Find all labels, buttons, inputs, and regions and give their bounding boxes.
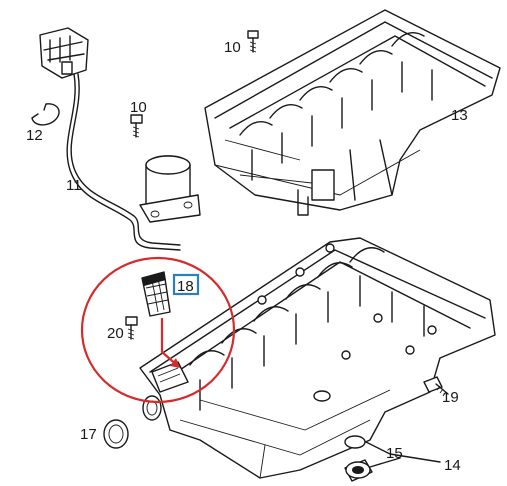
bolt-part-10-middle xyxy=(130,114,143,138)
seal-ring-part-17 xyxy=(103,419,129,449)
washer-part-15 xyxy=(344,435,366,449)
highlight-circle xyxy=(80,256,236,404)
label-14: 14 xyxy=(444,457,461,474)
label-18: 18 xyxy=(177,278,194,295)
label-10-middle: 10 xyxy=(130,99,147,116)
strainer-part-18 xyxy=(141,271,171,317)
oil-level-sensor-part-11 xyxy=(39,27,201,251)
label-11: 11 xyxy=(66,177,82,194)
label-20: 20 xyxy=(107,325,124,342)
oil-pan-sump xyxy=(139,237,496,479)
bolt-part-20 xyxy=(125,316,138,340)
snap-ring-part-12 xyxy=(31,103,60,126)
label-17: 17 xyxy=(80,426,97,443)
label-15: 15 xyxy=(386,445,403,462)
leader-lines-14-15 xyxy=(365,441,441,468)
drain-plug-part-14 xyxy=(344,459,373,482)
highlight-arrowhead xyxy=(170,358,180,368)
bolt-part-19 xyxy=(423,376,449,397)
highlight-arrow xyxy=(160,318,179,367)
part-18-label-box xyxy=(172,273,200,296)
label-10-upper: 10 xyxy=(224,39,241,56)
label-12: 12 xyxy=(26,127,43,144)
label-19: 19 xyxy=(442,389,459,406)
label-13: 13 xyxy=(451,107,468,124)
bearing-bridge-part-13 xyxy=(204,9,501,216)
bolt-part-10-upper xyxy=(247,30,259,53)
